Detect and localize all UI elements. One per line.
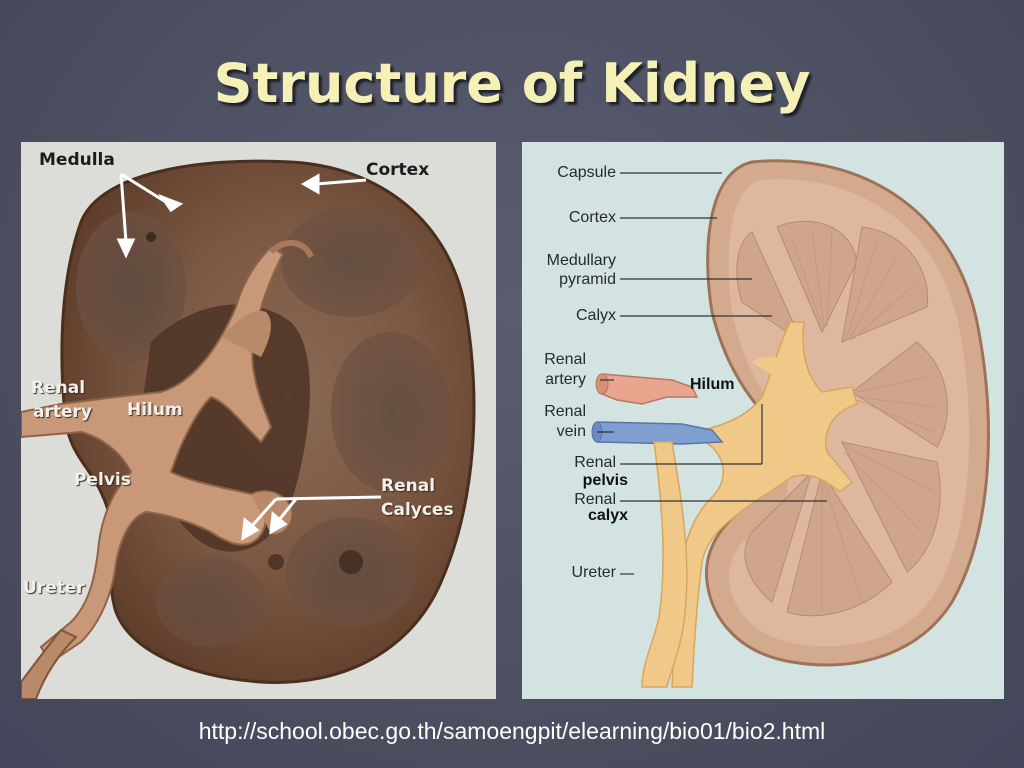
- dlabel-renal-pelvis-line1: Renal: [574, 454, 616, 471]
- dlabel-cortex: Cortex: [568, 209, 616, 226]
- dlabel-medullary-line1: Medullary: [546, 252, 616, 269]
- dlabel-renal-calyx-line2: calyx: [522, 506, 628, 525]
- dlabel-hilum-text: Hilum: [690, 376, 735, 393]
- dlabel-renal-artery-line1: Renal: [544, 351, 586, 368]
- label-renal-artery-line1: Renal: [31, 378, 86, 398]
- source-url-link[interactable]: http://school.obec.go.th/samoengpit/elea…: [198, 718, 826, 744]
- kidney-specimen-illustration: [21, 159, 476, 699]
- dlabel-renal-artery-line2: artery: [545, 371, 586, 388]
- dlabel-renal-calyx-line1: Renal: [574, 491, 616, 508]
- slide-title: Structure of Kidney: [213, 52, 811, 115]
- dlabel-ureter: Ureter: [571, 564, 616, 581]
- label-pelvis: Pelvis: [74, 470, 131, 490]
- dlabel-renal-pelvis-bold: pelvis: [582, 472, 628, 489]
- dlabel-calyx: Calyx: [575, 307, 616, 324]
- dlabel-renal-vein-line2: vein: [556, 423, 586, 440]
- label-hilum: Hilum: [127, 400, 183, 420]
- label-medulla: Medulla: [39, 150, 115, 170]
- dlabel-medullary-line2: pyramid: [559, 271, 616, 288]
- label-renal-calyces-line2: Calyces: [381, 500, 454, 520]
- dlabel-renal-calyx-bold: calyx: [587, 507, 628, 524]
- dlabel-capsule: Capsule: [557, 164, 616, 181]
- label-cortex: Cortex: [366, 160, 430, 180]
- label-renal-artery-line2: artery: [33, 402, 92, 422]
- kidney-diagram-illustration: [591, 159, 990, 688]
- label-renal-calyces-line1: Renal: [381, 476, 436, 496]
- kidney-anatomy-diagram: Capsule Cortex Medullary pyramid Calyx R…: [522, 142, 1004, 699]
- dlabel-renal-pelvis-line2: pelvis: [522, 471, 628, 490]
- label-ureter: Ureter: [23, 578, 85, 598]
- dlabel-renal-vein-line1: Renal: [544, 403, 586, 420]
- kidney-specimen-photo: Medulla Cortex Renal artery Hilum Pelvis…: [21, 142, 496, 699]
- dlabel-hilum: Hilum: [690, 375, 746, 394]
